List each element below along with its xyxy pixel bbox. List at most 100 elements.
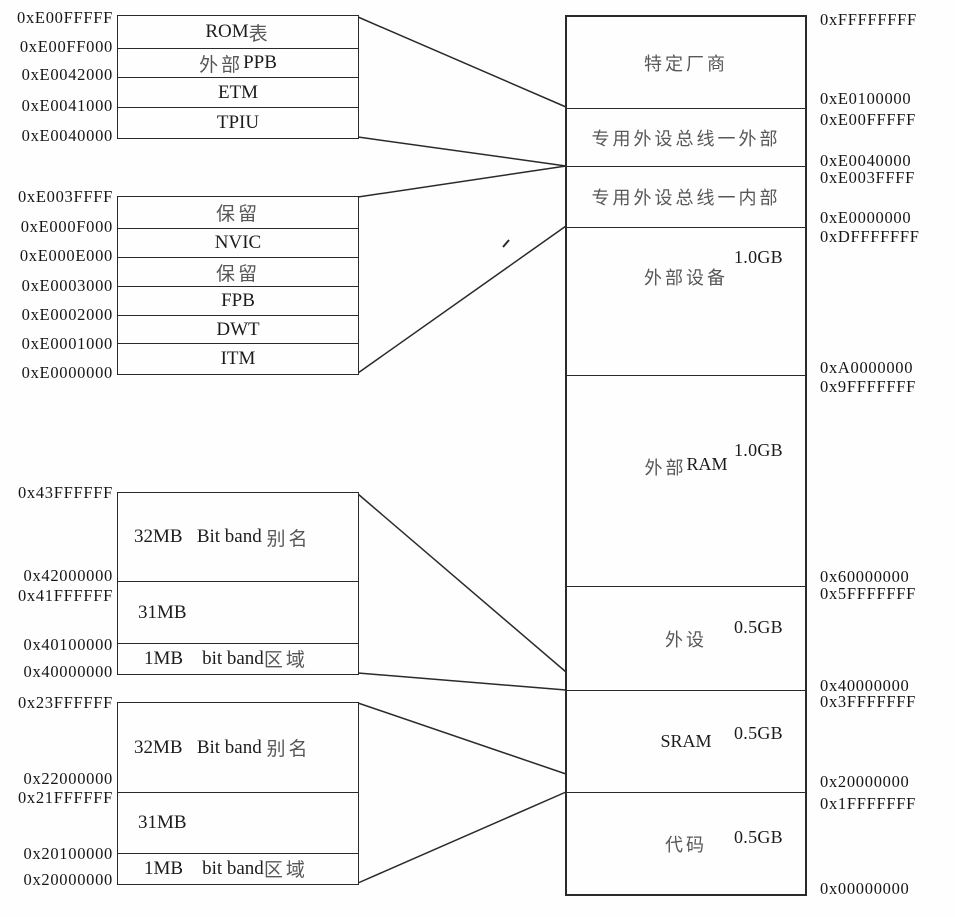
address-label: 0x23FFFFFF — [17, 693, 113, 712]
address-label: 0x5FFFFFFF — [820, 584, 916, 603]
address-label: 0xE000E000 — [19, 246, 113, 265]
memory-row-reserved: 保留 — [118, 197, 358, 228]
segment-size-label: 0.5GB — [733, 827, 783, 847]
row-label-cn: 保留 — [215, 204, 260, 225]
row-label: ETM — [217, 81, 259, 103]
memory-row-reserved: 保留 — [118, 257, 358, 286]
segment-label: RAM — [686, 454, 728, 474]
address-label: 0xDFFFFFFF — [820, 227, 920, 246]
segment-code: 代码 0.5GB — [567, 792, 805, 894]
address-label: 0x22000000 — [23, 769, 113, 788]
address-label: 0x20000000 — [820, 772, 910, 791]
address-label: 0xE000F000 — [20, 217, 113, 236]
segment-label-cn: 外部 — [644, 458, 687, 478]
address-label: 0x43FFFFFF — [17, 483, 113, 502]
address-label: 0x9FFFFFFF — [820, 377, 916, 396]
row-label: 32MB Bit band — [134, 736, 267, 758]
row-label-cn: 别名 — [266, 739, 311, 760]
connector-line — [357, 672, 567, 691]
memory-row-tpiu: TPIU — [118, 107, 358, 137]
memory-row-bitband-alias: 32MB Bit band 别名 — [118, 703, 358, 792]
segment-peripherals: 外设 0.5GB — [567, 586, 805, 690]
connector-line — [357, 165, 567, 198]
address-label: 0xE0041000 — [21, 96, 113, 115]
address-label: 0x20100000 — [23, 844, 113, 863]
address-label: 0xE00FFFFF — [820, 110, 916, 129]
connector-line — [357, 225, 567, 374]
address-label: 0x20000000 — [23, 870, 113, 889]
address-label: 0x00000000 — [820, 879, 910, 898]
address-label: 0xE0000000 — [21, 363, 113, 382]
segment-size-label: 0.5GB — [733, 723, 783, 743]
detail-box-ppb-internal: 保留 NVIC 保留 FPB DWT ITM — [117, 196, 359, 375]
row-label-cn: 表 — [248, 23, 271, 45]
segment-label: SRAM — [660, 731, 712, 751]
segment-ppb-internal: 专用外设总线一内部 — [567, 166, 805, 227]
segment-size-label: 1.0GB — [733, 247, 783, 267]
address-label: 0xE003FFFF — [820, 168, 916, 187]
segment-label: 外部设备 — [644, 268, 728, 288]
row-label-cn: 区域 — [263, 860, 308, 881]
row-label-cn: 区域 — [263, 650, 308, 671]
address-label: 0xE0100000 — [820, 89, 912, 108]
address-label: 0xE0000000 — [820, 208, 912, 227]
row-label: NVIC — [214, 232, 262, 253]
row-label-cn: 保留 — [215, 263, 260, 285]
row-label: DWT — [216, 318, 260, 340]
address-label: 0xE0003000 — [21, 276, 113, 295]
address-label: 0x40100000 — [23, 635, 113, 654]
address-label: 0xE0040000 — [21, 126, 113, 145]
row-label-cn: 别名 — [266, 528, 311, 550]
address-label: 0xE00FF000 — [19, 37, 113, 56]
address-label: 0x3FFFFFFF — [820, 692, 916, 711]
address-label: 0x60000000 — [820, 567, 910, 586]
row-label: 31MB — [138, 601, 187, 623]
address-label: 0xE0001000 — [21, 334, 113, 353]
row-label: FPB — [221, 290, 255, 311]
address-label: 0xFFFFFFFF — [820, 10, 917, 29]
address-label: 0x40000000 — [820, 676, 910, 695]
segment-sram: SRAM 0.5GB — [567, 690, 805, 792]
segment-label: 代码 — [665, 834, 707, 855]
row-label: 31MB — [138, 812, 187, 833]
address-label: 0xE003FFFF — [17, 187, 113, 206]
segment-vendor-specific: 特定厂商 — [567, 17, 805, 108]
connector-line — [357, 493, 567, 673]
row-label: 32MB Bit band — [134, 526, 267, 547]
memory-row-etm: ETM — [118, 77, 358, 107]
row-label: ROM — [205, 21, 249, 42]
row-label: TPIU — [216, 111, 260, 133]
address-label: 0x21FFFFFF — [17, 788, 113, 807]
memory-row-31mb: 31MB — [118, 581, 358, 643]
address-label: 0xA0000000 — [820, 358, 914, 377]
address-label: 0x41FFFFFF — [17, 586, 113, 605]
memory-row-itm: ITM — [118, 343, 358, 373]
connector-line — [357, 702, 567, 775]
address-label: 0xE0002000 — [21, 305, 113, 324]
segment-label: 专用外设总线一外部 — [591, 128, 781, 149]
memory-row-bitband-alias: 32MB Bit band 别名 — [118, 493, 358, 581]
row-label: 1MB bit band — [144, 647, 264, 669]
address-label: 0x42000000 — [23, 566, 113, 585]
row-label: ITM — [220, 347, 256, 369]
address-label: 0xE0042000 — [21, 65, 113, 84]
memory-row-31mb: 31MB — [118, 792, 358, 853]
memory-row-nvic: NVIC — [118, 228, 358, 257]
address-label: 0xE0040000 — [820, 151, 912, 170]
segment-label: 专用外设总线一内部 — [591, 188, 781, 208]
segment-size-label: 0.5GB — [733, 617, 783, 637]
segment-ppb-external: 专用外设总线一外部 — [567, 108, 805, 166]
connector-line — [357, 791, 567, 884]
memory-row-dwt: DWT — [118, 315, 358, 343]
address-label: 0x40000000 — [23, 662, 113, 681]
row-label: 1MB bit band — [144, 857, 264, 879]
